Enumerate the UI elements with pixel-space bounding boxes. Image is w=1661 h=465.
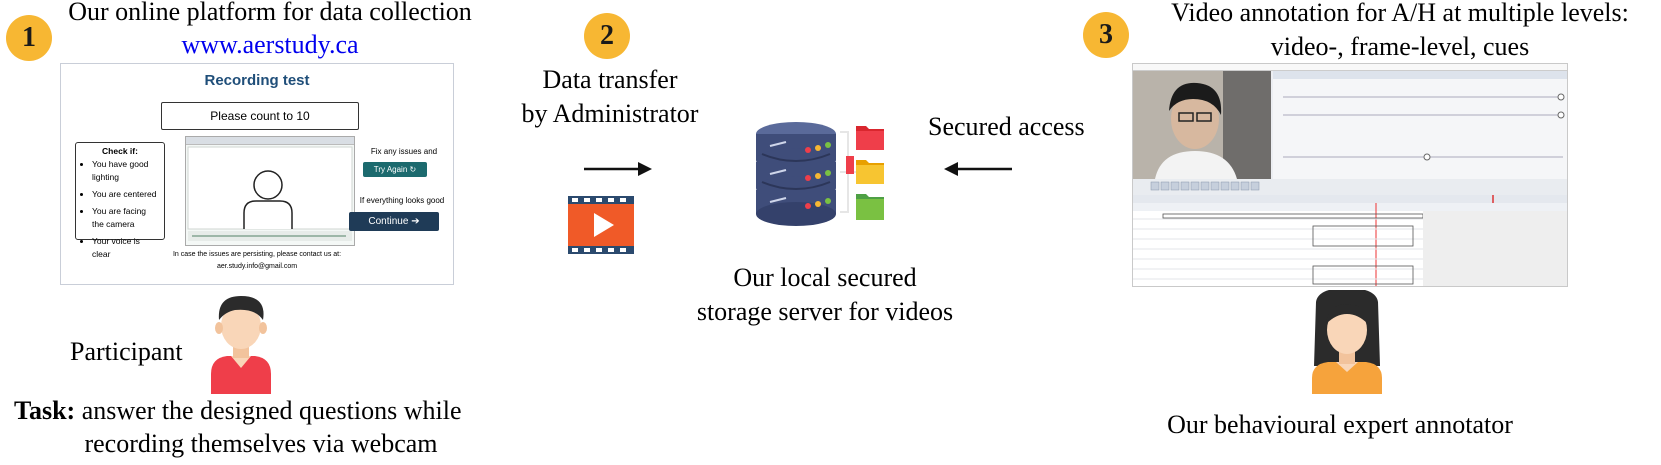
task-description: Task: answer the designed questions whil…	[14, 395, 534, 427]
webcam-preview	[185, 136, 355, 246]
task-text-line-2: recording themselves via webcam	[84, 429, 438, 458]
step-3-title-line-1: Video annotation for A/H at multiple lev…	[1171, 0, 1629, 27]
continue-label: Continue	[368, 216, 409, 227]
storage-line-1: Our local secured	[733, 263, 917, 292]
step-1-title: Our online platform for data collection	[68, 0, 472, 26]
checklist-item: You are centered	[92, 188, 160, 201]
storage-line-2: storage server for videos	[696, 297, 954, 326]
arrow-right-small-icon: ➔	[411, 216, 420, 227]
contact-text: In case the issues are persisting, pleas…	[172, 251, 342, 258]
recording-test-panel: Recording test Please count to 10 Check …	[60, 63, 454, 285]
step-1-badge: 1	[6, 15, 52, 61]
folder-icon	[856, 126, 884, 220]
arrow-right-icon	[584, 162, 652, 176]
participant-label: Participant	[70, 337, 183, 366]
participant-avatar-icon	[211, 296, 271, 394]
annotation-tool-screenshot	[1132, 63, 1568, 287]
annotator-label: Our behavioural expert annotator	[1167, 410, 1513, 439]
count-prompt-box: Please count to 10	[161, 102, 359, 130]
refresh-icon: ↻	[409, 165, 417, 174]
step-3-badge: 3	[1083, 12, 1129, 58]
video-file-icon	[568, 196, 634, 254]
secured-access-label: Secured access	[928, 112, 1085, 141]
looks-good-text: If everything looks good	[359, 196, 445, 205]
contact-email[interactable]: aer.study.info@gmail.com	[216, 263, 298, 270]
checklist-box: Check if: You have good lighting You are…	[75, 142, 165, 259]
try-again-label: Try Again	[373, 165, 408, 174]
task-text-line-1: answer the designed questions while	[75, 396, 462, 425]
try-again-button[interactable]: Try Again ↻	[363, 162, 427, 177]
checklist-item: Your voice is clear	[92, 235, 160, 261]
task-label: Task:	[14, 396, 76, 425]
annotation-software-view	[1133, 71, 1567, 286]
checklist-item: You have good lighting	[92, 158, 160, 184]
platform-url[interactable]: www.aerstudy.ca	[181, 30, 359, 59]
person-silhouette-icon	[187, 146, 353, 241]
checklist-title: Check if:	[102, 146, 138, 156]
annotator-avatar-icon	[1312, 290, 1382, 394]
transfer-line-1: Data transfer	[542, 65, 678, 94]
recording-test-title: Recording test	[204, 72, 310, 89]
transfer-line-2: by Administrator	[521, 99, 699, 128]
fix-issues-text: Fix any issues and	[370, 147, 438, 156]
database-server-icon	[756, 122, 856, 226]
arrow-left-icon	[944, 162, 1012, 176]
continue-button[interactable]: Continue ➔	[349, 212, 439, 231]
step-3-title-line-2: video-, frame-level, cues	[1270, 32, 1530, 61]
step-2-badge: 2	[584, 13, 630, 59]
checklist-item: You are facing the camera	[92, 205, 160, 231]
